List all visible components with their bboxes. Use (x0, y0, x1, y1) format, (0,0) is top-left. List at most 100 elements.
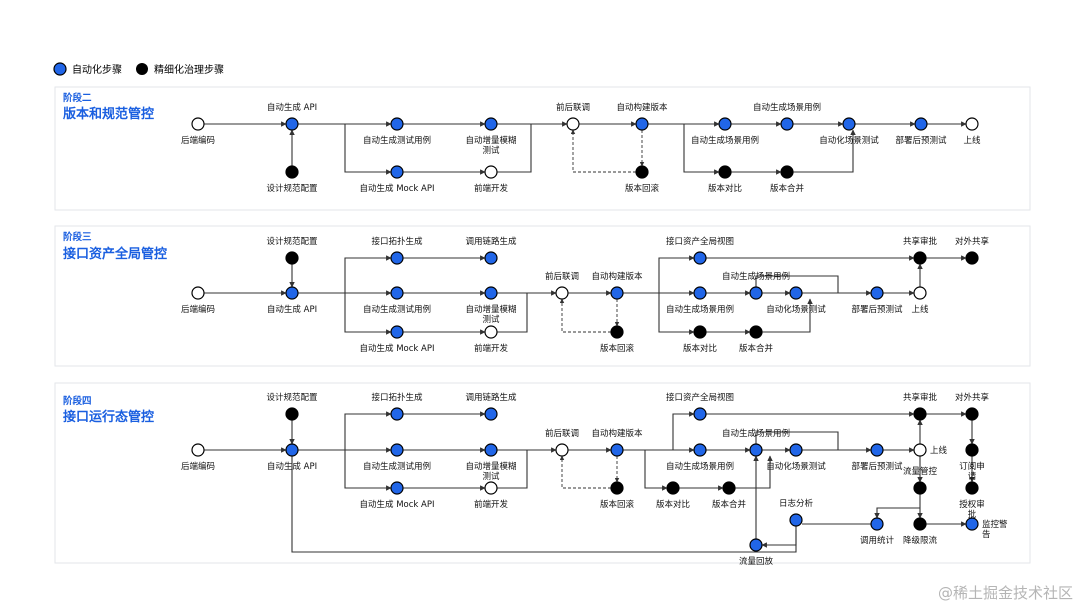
node-gov-dot (610, 325, 624, 339)
node-open-dot (555, 286, 569, 300)
node-label: 版本回滚 (600, 343, 635, 354)
node-label: 共享审批 (903, 236, 938, 247)
node-label: 流量管控 (903, 466, 938, 477)
node-auto-dot (390, 117, 404, 131)
node-gov-dot (610, 481, 624, 495)
flow-line (658, 255, 695, 293)
dashed-flow-line (559, 298, 611, 333)
node-label: 自动生成 Mock API (360, 499, 435, 510)
node-label: 自动生成 API (267, 102, 317, 113)
node-auto-dot (390, 251, 404, 265)
node-auto-dot (693, 286, 707, 300)
node-label: 后端编码 (181, 461, 215, 472)
flow-line (672, 411, 695, 450)
node-label: 自动生成场景用例 (666, 461, 734, 472)
node-gov-dot (780, 165, 794, 179)
node-gov-dot (285, 165, 299, 179)
node-label: 版本对比 (683, 343, 717, 354)
node-label: 自动生成场景用例 (753, 102, 821, 113)
node-label: 对外共享 (955, 236, 990, 247)
node-label: 降级限流 (903, 535, 938, 546)
node-gov-dot (965, 407, 979, 421)
node-label: 版本对比 (708, 183, 742, 194)
node-label: 上线 (930, 445, 948, 456)
node-label: 自动化场景测试 (819, 135, 879, 146)
node-label: 自动生成 Mock API (360, 343, 435, 354)
node-auto-dot (780, 117, 794, 131)
node-gov-dot (749, 325, 763, 339)
node-open-dot (965, 117, 979, 131)
node-gov-dot (635, 165, 649, 179)
stage-2-tag: 阶段二 (63, 92, 92, 104)
node-label: 前端开发 (474, 343, 509, 354)
legend-auto-label: 自动化步骤 (72, 63, 122, 76)
node-open-dot (484, 481, 498, 495)
flow-line (755, 431, 839, 450)
node-gov-dot (285, 407, 299, 421)
node-label: 版本回滚 (600, 499, 635, 510)
node-label: 部署后预测试 (895, 135, 947, 146)
node-label: 部署后预测试 (851, 461, 903, 472)
node-auto-dot (484, 251, 498, 265)
node-gov-dot (693, 325, 707, 339)
flow-line (344, 124, 392, 175)
node-open-dot (913, 443, 927, 457)
node-label: 自动生成测试用例 (363, 135, 431, 146)
node-auto-dot (484, 407, 498, 421)
node-open-dot (191, 286, 205, 300)
node-label: 版本合并 (712, 499, 747, 510)
node-gov-dot (965, 251, 979, 265)
node-label: 自动增量模糊测试 (465, 304, 516, 325)
node-label: 自动化场景测试 (766, 304, 826, 315)
node-open-dot (191, 117, 205, 131)
legend-gov-label: 精细化治理步骤 (154, 63, 224, 76)
node-label: 订阅申请 (959, 461, 985, 482)
node-label: 自动增量模糊测试 (465, 461, 516, 482)
flow-line (658, 293, 695, 335)
node-auto-dot (965, 517, 979, 531)
node-auto-dot (610, 286, 624, 300)
node-gov-dot (913, 517, 927, 531)
node-label: 自动生成场景用例 (691, 135, 759, 146)
node-gov-dot (913, 407, 927, 421)
node-label: 前后联调 (545, 271, 579, 282)
node-auto-dot (870, 443, 884, 457)
node-auto-dot (285, 117, 299, 131)
flow-line (344, 293, 392, 335)
node-label: 上线 (911, 304, 929, 315)
legend: 自动化步骤 精细化治理步骤 (53, 62, 224, 76)
stage-3-title: 接口资产全局管控 (63, 246, 167, 262)
legend-gov-dot (136, 63, 148, 75)
node-label: 前后联调 (556, 102, 590, 113)
node-label: 接口拓扑生成 (371, 392, 423, 403)
node-label: 自动构建版本 (591, 428, 643, 439)
flow-line (644, 450, 668, 491)
node-auto-dot (749, 286, 763, 300)
node-label: 自动生成 Mock API (360, 183, 435, 194)
node-open-dot (484, 325, 498, 339)
flow-line (874, 507, 920, 519)
node-label: 设计规范配置 (266, 236, 318, 247)
node-label: 后端编码 (181, 135, 215, 146)
flow-nodes: 后端编码自动生成 API设计规范配置自动生成测试用例自动增量模糊测试自动生成 M… (181, 102, 1008, 567)
node-gov-dot (718, 165, 732, 179)
node-label: 自动生成场景用例 (722, 271, 790, 282)
node-label: 调用链路生成 (465, 392, 517, 403)
node-label: 版本回滚 (625, 183, 660, 194)
node-auto-dot (718, 117, 732, 131)
node-open-dot (555, 443, 569, 457)
node-label: 自动生成场景用例 (722, 428, 790, 439)
node-label: 共享审批 (903, 392, 938, 403)
flow-line (683, 124, 720, 175)
node-auto-dot (842, 117, 856, 131)
watermark: @稀土掘金技术社区 (938, 584, 1073, 602)
node-auto-dot (693, 251, 707, 265)
node-label: 接口资产全局视图 (666, 236, 734, 247)
node-open-dot (913, 286, 927, 300)
legend-auto-dot (53, 62, 67, 76)
stage-2-title: 版本和规范管控 (63, 106, 154, 122)
node-label: 自动生成测试用例 (363, 461, 431, 472)
flow-line (344, 255, 392, 293)
node-auto-dot (870, 286, 884, 300)
